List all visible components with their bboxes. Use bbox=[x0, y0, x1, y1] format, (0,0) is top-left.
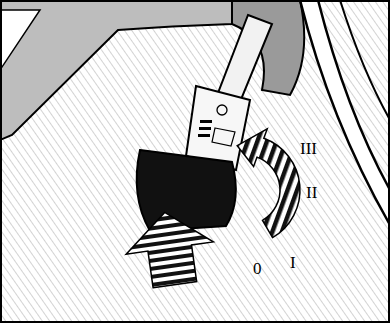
wheel-arch-line bbox=[340, 0, 390, 120]
position-label: I bbox=[290, 254, 296, 271]
control-symbol bbox=[199, 127, 211, 130]
control-symbol bbox=[217, 105, 227, 115]
knob bbox=[137, 150, 236, 231]
position-label: II bbox=[306, 184, 317, 201]
rotation-arrow bbox=[237, 129, 300, 238]
control-symbol bbox=[212, 128, 235, 146]
control-symbol bbox=[198, 134, 210, 137]
door-panel bbox=[0, 10, 40, 70]
push-arrow bbox=[121, 206, 218, 291]
position-label: III bbox=[300, 140, 317, 157]
control-symbol bbox=[200, 120, 212, 123]
position-label: 0 bbox=[253, 260, 262, 277]
push-arrow-shape bbox=[121, 206, 218, 291]
lever-shaft bbox=[218, 15, 272, 102]
wheel-arch bbox=[300, 0, 390, 225]
